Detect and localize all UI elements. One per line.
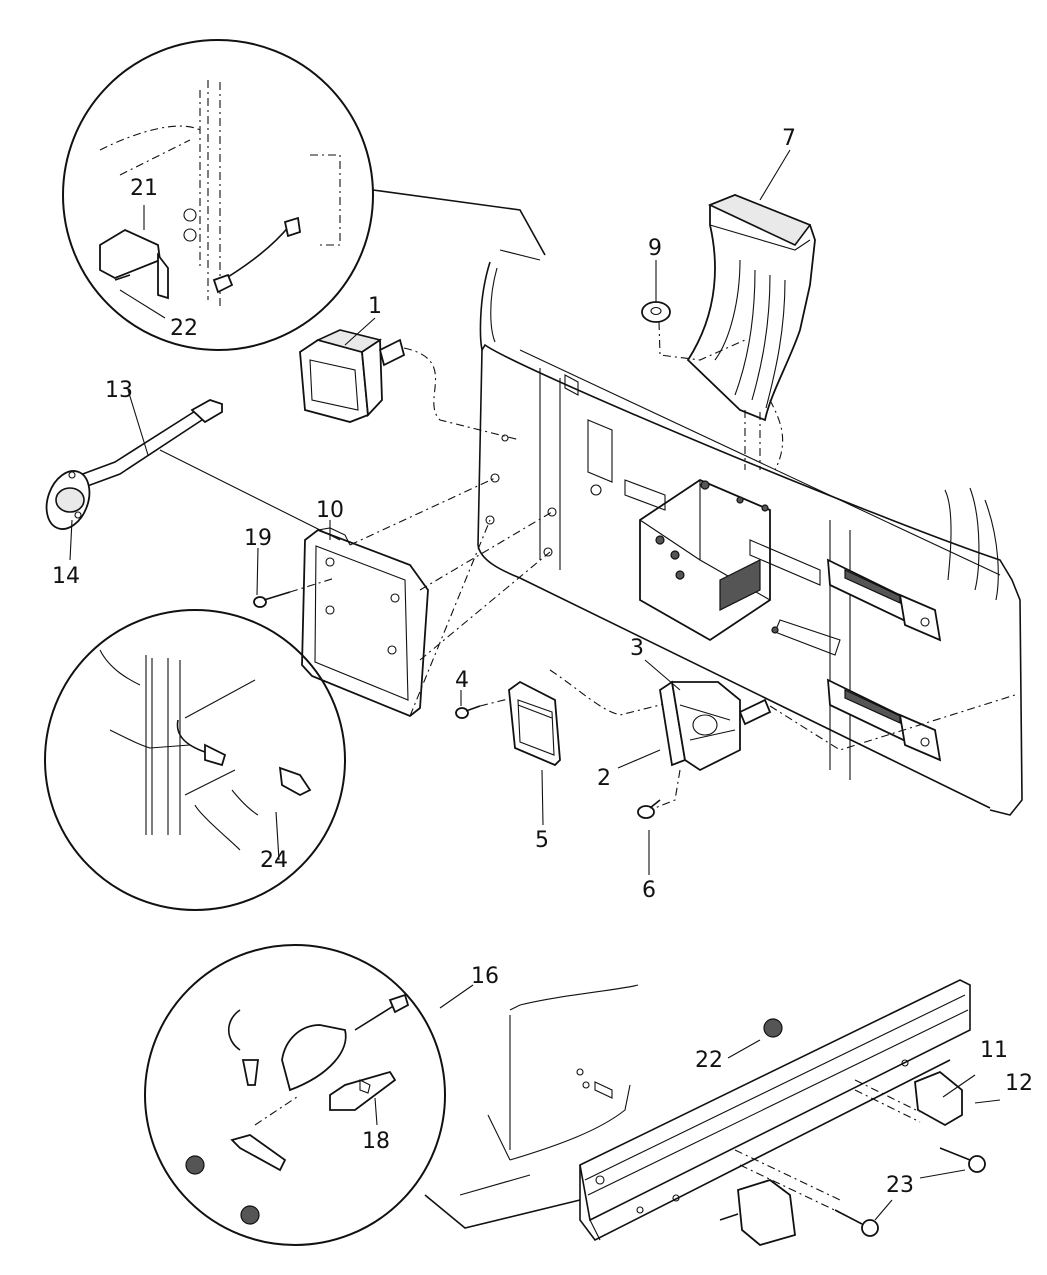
part-2-lamp-housing: [649, 680, 1016, 811]
leader-lines: [69, 149, 1001, 1221]
part-21-screw: [253, 577, 336, 608]
part-12-bumper-end-cap: [719, 1179, 796, 1246]
part-22-nut: [763, 1018, 783, 1038]
callout-4: 4: [455, 668, 469, 693]
callout-9: 9: [648, 236, 662, 261]
callout-12: 12: [1005, 1071, 1033, 1096]
part-4-screw: [455, 697, 513, 719]
callout-10: 10: [316, 498, 344, 523]
callout-22: 22: [695, 1048, 723, 1073]
callout-3: 3: [630, 636, 644, 661]
callout-20: 22: [170, 316, 198, 341]
callout-7: 7: [782, 126, 796, 151]
callout-23: 23: [886, 1173, 914, 1198]
callout-13: 13: [105, 378, 133, 403]
callout-24: 24: [260, 848, 288, 873]
callout-1: 1: [368, 294, 382, 319]
callout-2: 2: [597, 766, 611, 791]
part-6-bulb: [637, 799, 661, 819]
callout-14: 14: [52, 564, 80, 589]
tailgate-panel: [477, 249, 1023, 816]
part-10-license-bracket: [301, 477, 553, 718]
part-11-bumper-end-cap: [914, 1070, 963, 1127]
detail-circle-middle-left: [44, 609, 346, 911]
part-1-tail-lamp: [299, 329, 521, 441]
part-13-license-lamp-harness: [79, 399, 341, 541]
detail-circle-lower-left: [144, 944, 581, 1246]
callout-11: 11: [980, 1038, 1008, 1063]
detail-circle-upper-left: [62, 39, 546, 351]
callout-6: 6: [642, 878, 656, 903]
part-14-license-lamp: [45, 470, 91, 530]
part-5-lens: [508, 669, 681, 767]
rear-bumper: [459, 979, 971, 1242]
callout-19: 21: [130, 176, 158, 201]
part-23-screws: [834, 1147, 986, 1237]
callout-5: 5: [535, 828, 549, 853]
callout-labels: 7 9 1 13 14 10 19 21 22 4 3 2 5 6 24 16 …: [52, 126, 1033, 1198]
callout-16: 16: [471, 964, 499, 989]
part-7-tire-carrier-support: [686, 194, 816, 471]
callout-21: 19: [244, 526, 272, 551]
callout-18: 18: [362, 1129, 390, 1154]
